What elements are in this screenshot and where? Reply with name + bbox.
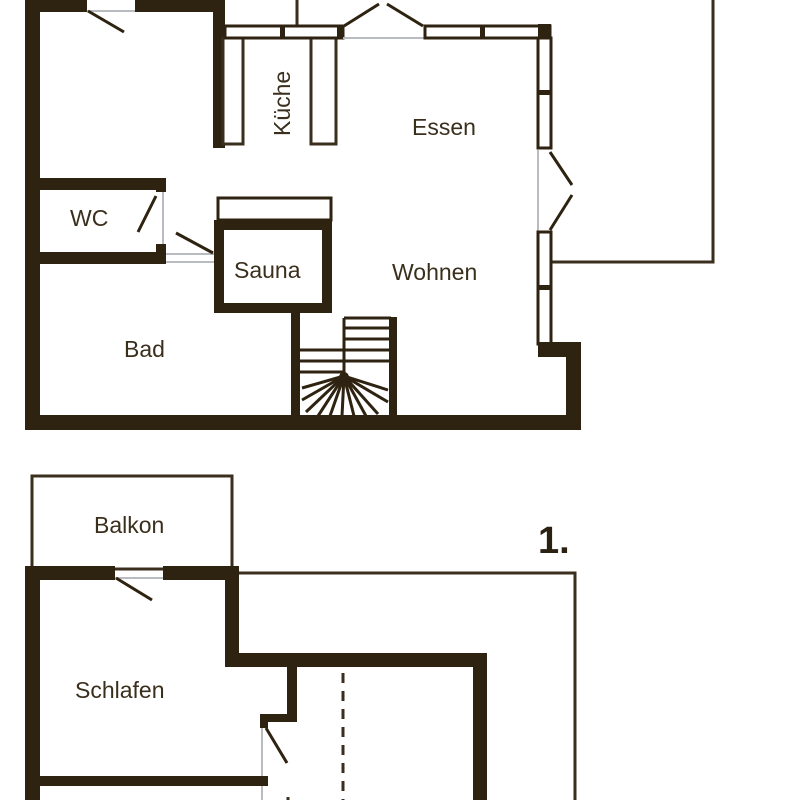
kitchen-counter-left [221, 36, 245, 146]
wall-ff-hall-east [473, 653, 487, 800]
roof-outline [232, 571, 577, 800]
room-label-wc: WC [70, 205, 108, 231]
wall-north-right [135, 0, 225, 12]
balcony-outline [30, 474, 234, 571]
first-floor: Balkon 1. Schlafen [25, 474, 577, 800]
window-mullion-1 [280, 26, 285, 38]
wall-west [25, 0, 40, 430]
north-door-leaf-right [386, 2, 424, 28]
east-door-leaf-top [548, 151, 574, 186]
room-label-bad: Bad [124, 336, 165, 362]
room-label-schlafen: Schlafen [75, 677, 165, 703]
wall-wc-north [25, 178, 165, 190]
room-label-wohnen: Wohnen [392, 259, 477, 285]
wall-ff-bedroom-south [25, 776, 268, 786]
room-label-kuche: Küche [269, 71, 295, 136]
bad-door-leaf [175, 231, 214, 255]
east-door-leaf-bottom [548, 194, 574, 231]
wall-ff-bedroom-east [225, 566, 239, 666]
wc-door-leaf [136, 195, 158, 233]
room-label-sauna: Sauna [234, 257, 301, 283]
wall-ff-west [25, 566, 40, 800]
stair-center [339, 372, 349, 382]
wall-ff-step-post [260, 714, 268, 728]
window-mullion-4 [538, 90, 551, 95]
wall-south [25, 415, 581, 430]
corner-ne [538, 24, 551, 38]
balcony-door-leaf [115, 576, 153, 602]
ground-floor: Küche Essen WC Sauna Wohnen Bad [25, 0, 715, 430]
sauna-walls [214, 220, 332, 313]
wall-wc-south [25, 252, 165, 264]
window-mullion-3 [480, 26, 485, 38]
staircase [300, 316, 391, 417]
window-mullion-5 [538, 285, 551, 290]
wall-ff-north-left [25, 566, 115, 580]
bedroom-door-leaf [264, 727, 289, 764]
wall-ff-north-right [163, 566, 239, 580]
room-label-balkon: Balkon [94, 512, 164, 538]
wall-stair-east [389, 317, 397, 417]
terrace-outline [552, 0, 715, 264]
wall-ff-step-h [260, 714, 297, 722]
wall-north-left [25, 0, 87, 12]
wall-east-step-v [566, 342, 581, 430]
wall-north-windows-b [423, 24, 552, 40]
floor-label: 1. [538, 520, 570, 562]
sauna-bench [216, 196, 333, 222]
wall-wc-east-top [156, 178, 166, 192]
north-door-leaf-left [343, 2, 380, 28]
wall-stair-west [291, 308, 300, 418]
wall-wc-east-bottom [156, 244, 166, 264]
wall-ff-hall-north [225, 653, 487, 667]
room-label-essen: Essen [412, 114, 476, 140]
entry-door-leaf [87, 9, 125, 34]
wall-ff-step-v [287, 660, 297, 720]
kitchen-counter-right [309, 36, 338, 146]
window-mullion-2 [337, 26, 343, 38]
